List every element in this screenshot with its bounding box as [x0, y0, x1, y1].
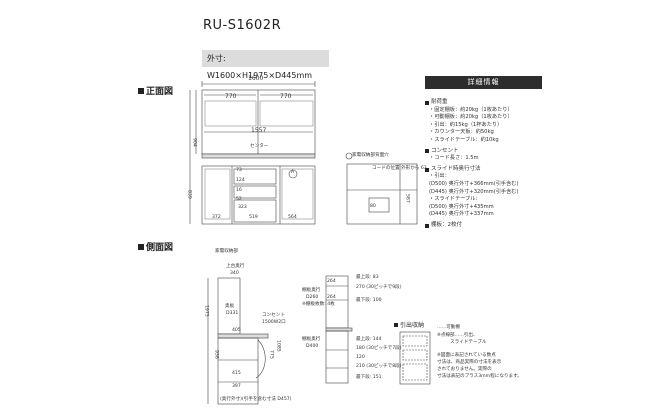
appliance-label: 家電収納部 [215, 249, 238, 254]
dim-w1: 372 [212, 215, 221, 220]
square-bullet-icon [138, 243, 144, 250]
shelf-view-drawing [325, 275, 353, 384]
dimensions-box: 外寸: W1600×H1975×D445mm [202, 50, 329, 80]
spec-line: ・スライドテーブル： [429, 196, 481, 203]
shelf-val: D260 [306, 295, 319, 300]
top-depth-label: 上台奥行 [226, 264, 245, 269]
dim-upper-height: 904 [191, 138, 197, 147]
square-bullet-icon [425, 167, 429, 172]
legend-3: スライドテーブル [450, 340, 487, 345]
front-view-heading: 正面図 [138, 84, 173, 97]
square-bullet-icon [425, 100, 429, 105]
cord-note-sub: コードの位置 外形から 63 [372, 166, 427, 171]
dim-w3: 564 [288, 215, 297, 220]
spec-line: ・固定棚板：約20kg（1枚あたり） [429, 106, 513, 113]
product-title: RU-S1602R [203, 18, 282, 33]
dim-lower-side: 938 [213, 350, 219, 359]
gap-dim: 120 [356, 355, 365, 360]
shelf-pitch1: 270 (30ピッチで9段) [356, 285, 402, 290]
shelf-top-label: 最上段: 83 [356, 275, 379, 280]
cord-note-title: 家電収納部背面穴 [352, 153, 389, 158]
spec-line: ・スライドテーブル：約10kg [429, 136, 499, 143]
front-elevation-drawing [189, 81, 316, 225]
shelf-top-shelf: 最下段: 100 [356, 298, 382, 303]
note-1: ※図面に表記されている数点 [437, 353, 496, 358]
shelf-title: 棚板：2枚付 [425, 222, 545, 230]
lower-label: 棚板奥行 [302, 337, 321, 342]
counter-dim: 405 [232, 328, 241, 333]
cord-note-w: 587 [404, 194, 410, 203]
legend-2: ※点線部……引出、 [437, 333, 478, 338]
center-label: センター [250, 144, 269, 149]
top-depth: 340 [230, 271, 239, 276]
outlet-val: 1500W2口 [262, 320, 286, 325]
dim-w2: 519 [249, 215, 258, 220]
slide-title: スライド時奥行寸法 [425, 166, 545, 174]
cord-note-drawing [345, 152, 418, 225]
spec-line: ・可動棚板：約20kg（1枚あたり） [429, 114, 513, 121]
dim-d3: 16 [236, 188, 242, 193]
spec-line: ・引出： [429, 173, 450, 180]
note-3: されておりません。実際の [437, 367, 492, 372]
dim-d2: 124 [236, 178, 245, 183]
dim-width: 1600 [248, 75, 264, 82]
note-4: 寸法は表記のプラス3mm程になります。 [437, 374, 522, 379]
side-elevation-drawing [207, 277, 269, 405]
detail-header: 詳細情報 [425, 76, 542, 89]
side-note: (奥行外寸)(引手を含む寸法 D457) [220, 397, 292, 402]
drawer-view-heading: 引出収納 [394, 320, 424, 329]
dim-top-right: 770 [280, 93, 292, 100]
lower-bottom: 最下段: 151 [356, 375, 382, 380]
bottom-dim: 397 [232, 384, 241, 389]
pitch3: 210 (30ピッチで8段) [356, 364, 402, 369]
base-dim: 415 [232, 371, 241, 376]
spec-line: ・引出：約15kg（1杯あたり） [429, 121, 503, 128]
dim-d5: 52 [236, 197, 242, 202]
note-2: 寸法は、商品実際の寸法を表示 [437, 360, 502, 365]
pitch2: 180 (30ピッチで7段) [356, 346, 402, 351]
dim-d4: 323 [238, 205, 247, 210]
dim-d1: 73 [236, 168, 242, 173]
square-bullet-icon [394, 322, 398, 327]
spec-line: (D500) 奥行外寸+435mm [429, 203, 494, 210]
side-view-heading: 側面図 [138, 240, 173, 253]
dim-counter-height: 1085 [275, 340, 281, 352]
spec-line: ・カウンター天板：約50kg [429, 129, 494, 136]
dim-inner-width: 1557 [251, 127, 267, 134]
spec-list: 耐荷重 ・固定棚板：約20kg（1枚あたり） ・可動棚板：約20kg（1枚あたり… [425, 96, 545, 230]
legend-1: ……可動棚 [437, 325, 460, 330]
spec-line: (D445) 奥行外寸+320mm(引手含む) [429, 188, 519, 195]
square-bullet-icon [425, 149, 429, 154]
spec-line: (D445) 奥行外寸+337mm [429, 211, 494, 218]
drawer-view-drawing [399, 331, 431, 385]
spec-line: ・コード長さ：1.5m [429, 155, 479, 162]
spec-line: (D500) 奥行外寸+366mm(引手含む) [429, 180, 519, 187]
lower-top: 最上段: 144 [356, 337, 382, 342]
shelf-mid-dim: 264 [327, 295, 336, 300]
dim-total-height: 1975 [203, 305, 209, 317]
outlet-label: コンセント [262, 313, 285, 318]
inner-label: 奥板 [225, 304, 235, 309]
dim-upper-side: 775 [268, 350, 274, 359]
shelf-top-dim: 264 [327, 279, 336, 284]
shelf-count: ※棚板枚数: 4枚 [302, 302, 335, 307]
square-bullet-icon [425, 223, 429, 228]
dim-lower-height: 839 [186, 190, 192, 199]
cord-note-h: 80 [370, 204, 376, 209]
dim-top-left: 770 [225, 93, 237, 100]
marker-a: A [291, 170, 295, 175]
lower-val: D400 [306, 344, 319, 349]
outlet-title: コンセント [425, 148, 545, 156]
inner-val: D331 [226, 311, 239, 316]
load-title: 耐荷重 [425, 99, 545, 107]
square-bullet-icon [138, 87, 144, 94]
shelf-label: 棚板奥行 [302, 288, 321, 293]
